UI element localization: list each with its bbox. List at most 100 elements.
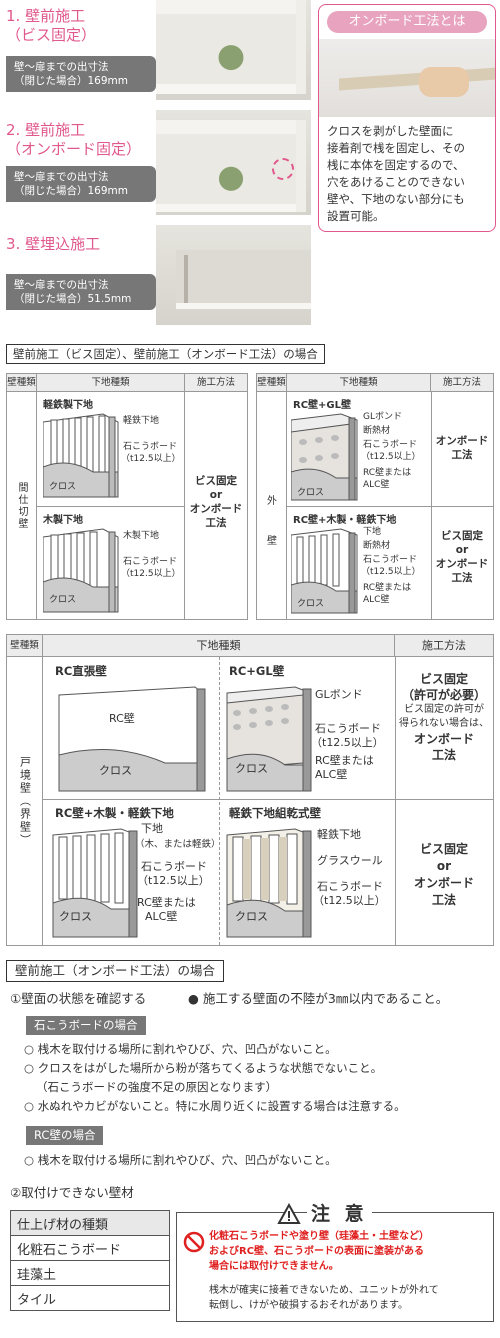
t2-c3-l4: （t12.5以上）: [137, 874, 210, 887]
material-row: タイル: [10, 1285, 170, 1311]
warning-icon: [277, 1203, 301, 1224]
t1l-method-4: 工法: [205, 517, 227, 529]
material-row: 珪藻土: [10, 1260, 170, 1286]
t1r-row2-l1: 下地: [363, 527, 382, 537]
onboard-explain-title: オンボード工法とは: [327, 11, 487, 33]
t1r-row1-l1: GLボンド: [363, 412, 402, 422]
type2-title: 2. 壁前施工: [6, 121, 86, 139]
t2-method2: ビス固定 or オンボード 工法: [395, 841, 493, 909]
t2-m1-f: 工法: [431, 748, 456, 762]
t2-c3-diagram: [52, 828, 138, 938]
t1r-row1-method-1: オンボード: [435, 435, 489, 447]
t1r-row1: RC壁+GL壁 GLボンド 断熱材 石こうボード （t12.5以上） RC壁また…: [287, 392, 493, 507]
t1r-h-type: 壁種類: [257, 374, 287, 392]
caution-red-2: およびRC壁、石こうボードの表面に塗装がある: [209, 1246, 425, 1257]
onboard-explain-text: クロスを剥がした壁面に 接着剤で桟を固定し、その 桟に本体を固定するので、 穴を…: [327, 123, 465, 225]
t2-c3-cloth: クロス: [59, 910, 92, 923]
t1r-row2-method-3: オンボード: [435, 558, 489, 570]
t2-c1: RC直張壁 RC壁 クロス: [43, 657, 219, 799]
t2-m2-a: ビス固定: [419, 842, 468, 856]
t2-m1-a: ビス固定: [419, 672, 468, 686]
t2-c2-l3: （t12.5以上）: [311, 736, 384, 749]
t2-c3-l3: 石こうボード: [141, 860, 207, 873]
t2-c4-l3: 石こうボード: [317, 880, 383, 893]
t1l-method-3: オンボード: [189, 503, 243, 515]
t2-c2-l4: RC壁または: [315, 754, 374, 767]
t1l-row2-l1: 木製下地: [123, 531, 160, 541]
type1-info: 壁〜扉までの出寸法 （閉じた場合）169mm: [6, 56, 156, 92]
t1l-row2-l3: （t12.5以上）: [121, 569, 181, 579]
t1r-row2-cloth: クロス: [297, 599, 325, 609]
gyp-list: ○ 桟木を取付ける場所に割れやひび、穴、凹凸がないこと。 ○ クロスをはがした場…: [24, 1040, 406, 1116]
t2-m1-d: 得られない場合は、: [399, 718, 489, 729]
t1l-row1-name: 軽鉄製下地: [43, 400, 93, 411]
onboard-photo: [319, 39, 495, 117]
gyp-item: （石こうボードの強度不足の原因となります）: [36, 1080, 278, 1094]
t2-c4-l1: 軽鉄下地: [317, 828, 361, 841]
onboard-line: 桟に本体を固定するので、: [327, 158, 465, 172]
t1r-row2-l5: RC壁または: [363, 583, 412, 593]
t2-c4-l2: グラスウール: [317, 854, 383, 867]
t1r-row1-method: オンボード 工法: [431, 434, 493, 462]
caution-box: 注 意 化粧石こうボードや塗り壁（珪藻土・土壁など） およびRC壁、石こうボード…: [176, 1199, 494, 1322]
t2-c2-l1: GLボンド: [315, 688, 363, 701]
t1l-row2-l2: 石こうボード: [123, 557, 178, 567]
t1l-row1-diagram: [43, 413, 119, 498]
t2-c2-l2: 石こうボード: [315, 722, 381, 735]
t2-c4-l4: （t12.5以上）: [313, 894, 386, 907]
type1-photo: [156, 0, 311, 100]
t1r-wall-2: 壁: [267, 536, 277, 547]
type2-sub: （オンボード固定）: [6, 140, 142, 158]
t1r-row1-method-2: 工法: [451, 449, 473, 461]
t1l-row1-l3: （t12.5以上）: [121, 454, 181, 464]
t1r-row2-name: RC壁+木製・軽鉄下地: [293, 515, 397, 526]
t1r-row2-l6: ALC壁: [363, 595, 390, 605]
t1r-h-method: 施工方法: [431, 374, 493, 392]
step1: ①壁面の状態を確認する: [10, 991, 147, 1006]
t1r-row1-l6: ALC壁: [363, 480, 390, 490]
t2-wall-type: 戸境壁（界壁）: [18, 755, 32, 847]
material-row: 化粧石こうボード: [10, 1235, 170, 1261]
table1-left: 壁種類 下地種類 施工方法 間仕切壁 軽鉄製下地 軽鉄下地 石こうボード （t1…: [6, 373, 248, 620]
gyp-item: ○ 水ぬれやカビがないこと。特に水周り近くに設置する場合は注意する。: [24, 1099, 406, 1113]
t2-m2-d: 工法: [431, 893, 456, 907]
t2-c4-cloth: クロス: [235, 910, 268, 923]
t1l-h-base: 下地種類: [37, 374, 185, 392]
onboard-section: 壁前施工（オンボード工法）の場合: [6, 960, 225, 982]
t2-h-method: 施工方法: [395, 635, 493, 657]
gyp-header: 石こうボードの場合: [26, 1016, 146, 1035]
t2-c2: RC+GL壁 GLボンド 石こうボード （t12.5以上） RC壁または ALC…: [219, 657, 395, 799]
t2-c2-diagram: [226, 686, 312, 792]
t1l-row1-l1: 軽鉄下地: [123, 416, 160, 426]
t2-c3-name: RC壁+木製・軽鉄下地: [55, 806, 174, 820]
t1r-row2: RC壁+木製・軽鉄下地 下地 断熱材 石こうボード （t12.5以上） RC壁ま…: [287, 507, 493, 619]
t1l-wall-type: 間仕切壁: [16, 481, 27, 530]
gyp-item: ○ クロスをはがした場所から粉が落ちてくるような状態でないこと。: [24, 1061, 383, 1075]
t2-c2-name: RC+GL壁: [229, 664, 285, 678]
t2-c4-diagram: [226, 828, 312, 938]
t1l-row1-l2: 石こうボード: [123, 442, 178, 452]
rc-item: ○ 桟木を取付ける場所に割れやひび、穴、凹凸がないこと。: [24, 1153, 337, 1167]
t1l-method-1: ビス固定: [195, 475, 237, 487]
t1l-row2-cloth: クロス: [49, 595, 77, 605]
type1-info-line1: 壁〜扉までの出寸法: [14, 61, 109, 73]
t1r-row1-diagram: [291, 413, 358, 501]
type2-info-line1: 壁〜扉までの出寸法: [14, 171, 109, 183]
t2-m1-b: （許可が必要）: [401, 688, 486, 702]
onboard-line: 壁や、下地のない部分にも: [327, 192, 465, 206]
t2-c3-l1: 下地: [141, 822, 163, 835]
onboard-section-title: 壁前施工（オンボード工法）の場合: [6, 960, 225, 982]
t1r-row2-method-4: 工法: [451, 572, 473, 584]
onboard-line: 接着剤で桟を固定し、その: [327, 141, 465, 155]
type3-photo: [156, 225, 311, 325]
t1r-row2-l4: （t12.5以上）: [361, 567, 421, 577]
caution-body-1: 桟木が確実に接着できないため、ユニットが外れて: [209, 1285, 439, 1296]
type3-info-line2: （閉じた場合）51.5mm: [14, 293, 132, 305]
type3-title: 3. 壁埋込施工: [6, 235, 101, 253]
t1r-row2-l3: 石こうボード: [363, 555, 418, 565]
t2-c3-l6: ALC壁: [145, 910, 178, 923]
caution-red-1: 化粧石こうボードや塗り壁（珪藻土・土壁など）: [209, 1231, 429, 1242]
t2-c1-name: RC直張壁: [55, 664, 107, 678]
t1l-row2-name: 木製下地: [43, 515, 83, 526]
t2-m2-c: オンボード: [413, 876, 474, 890]
